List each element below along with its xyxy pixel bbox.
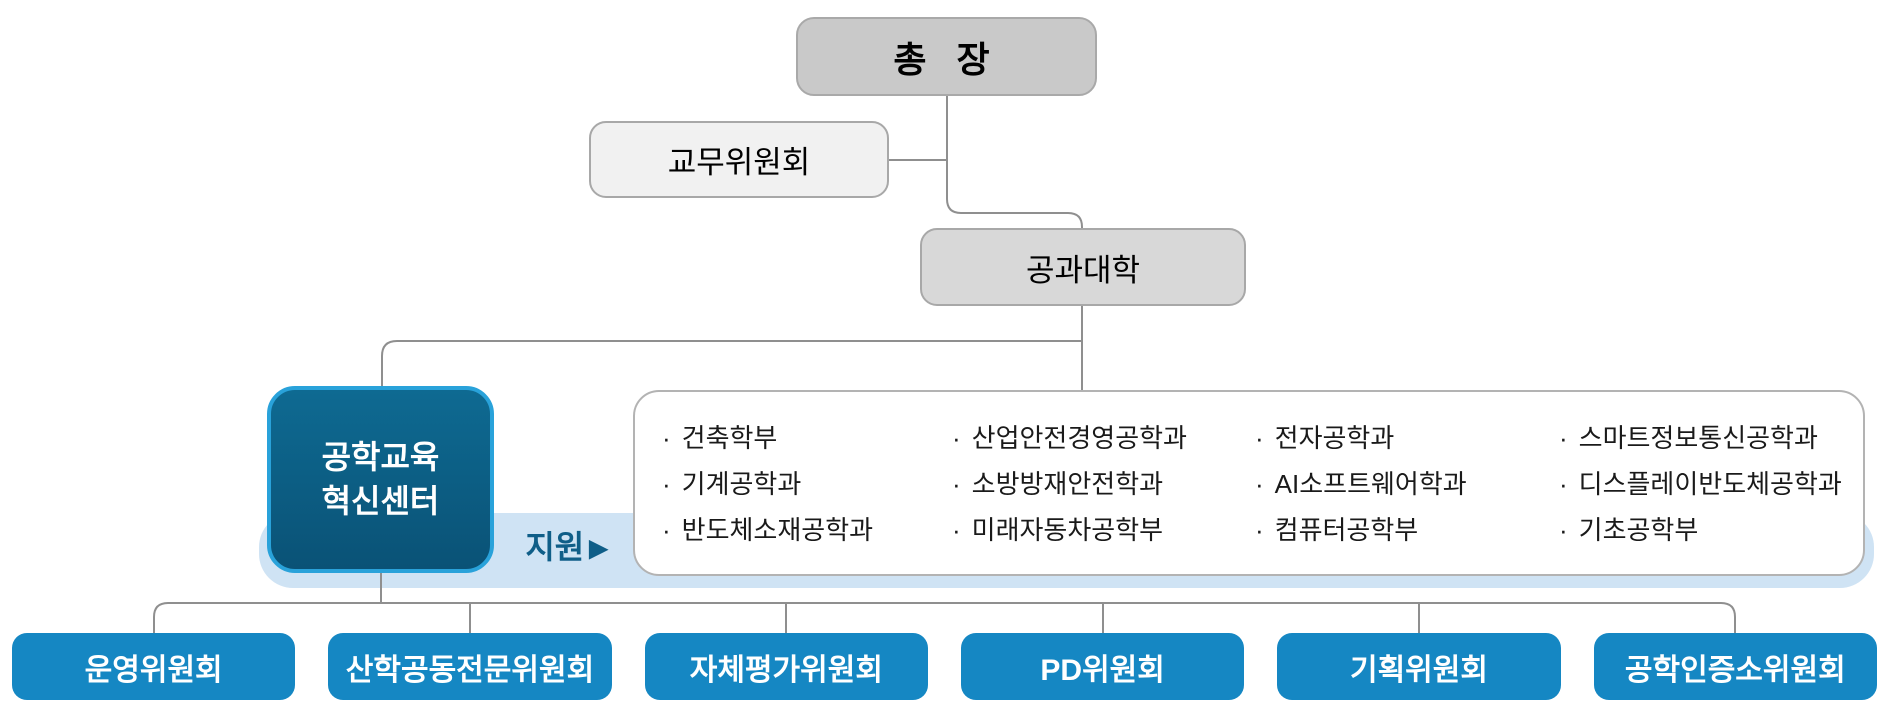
dept-column-4: · 스마트정보통신공학과 · 디스플레이반도체공학과 · 기초공학부 [1559,415,1842,553]
committee-self-evaluation: 자체평가위원회 [644,633,928,700]
bullet-icon: · [952,469,961,499]
dept-label: 기계공학과 [681,469,802,499]
bullet-icon: · [952,423,961,453]
dept-item: · 소방방재안전학과 [952,461,1187,507]
dept-item: · 산업안전경영공학과 [952,415,1187,461]
committee-industry-academic: 산학공동전문위원회 [328,633,612,700]
bullet-icon: · [1559,423,1568,453]
dept-item: · AI소프트웨어학과 [1255,461,1467,507]
dept-label: 소방방재안전학과 [971,469,1164,499]
line-president-college [946,96,1083,229]
dept-item: · 건축학부 [662,415,873,461]
faculty-committee-label: 교무위원회 [667,145,811,180]
support-label: 지원▶ [500,522,633,568]
dept-label: AI소프트웨어학과 [1274,469,1467,499]
dept-item: · 컴퓨터공학부 [1255,507,1467,553]
dept-column-2: · 산업안전경영공학과 · 소방방재안전학과 · 미래자동차공학부 [952,415,1187,553]
committee-accreditation: 공학인증소위원회 [1593,633,1877,700]
president-label: 총 장 [893,38,1000,80]
dept-label: 컴퓨터공학부 [1274,515,1419,545]
dept-item: · 기초공학부 [1559,507,1842,553]
bullet-icon: · [662,469,671,499]
dept-column-3: · 전자공학과 · AI소프트웨어학과 · 컴퓨터공학부 [1255,415,1467,553]
departments-panel: · 건축학부 · 기계공학과 · 반도체소재공학과 · 산업안전경영공학과 · 소방방재안… [633,390,1865,576]
line-committee-rail [153,602,1736,634]
dept-label: 반도체소재공학과 [681,515,874,545]
dept-label: 산업안전경영공학과 [971,423,1187,453]
committee-pd: PD위원회 [960,633,1245,700]
dept-label: 기초공학부 [1578,515,1699,545]
dept-item: · 기계공학과 [662,461,873,507]
bullet-icon: · [1559,469,1568,499]
dept-item: · 반도체소재공학과 [662,507,873,553]
line-branch-center [381,340,1082,387]
dept-label: 건축학부 [681,423,778,453]
committee-planning: 기획위원회 [1277,633,1561,700]
president-node: 총 장 [796,17,1097,96]
bullet-icon: · [1255,423,1264,453]
innovation-center-line1: 공학교육 [321,439,440,476]
dept-item: · 스마트정보통신공학과 [1559,415,1842,461]
support-arrow-icon: ▶ [589,535,608,562]
college-label: 공과대학 [1025,252,1141,288]
dept-label: 디스플레이반도체공학과 [1578,469,1842,499]
dept-item: · 디스플레이반도체공학과 [1559,461,1842,507]
college-node: 공과대학 [920,228,1246,306]
bullet-icon: · [1255,515,1264,545]
bullet-icon: · [1559,515,1568,545]
dept-column-1: · 건축학부 · 기계공학과 · 반도체소재공학과 [662,415,873,553]
dept-label: 미래자동차공학부 [971,515,1164,545]
bullet-icon: · [952,515,961,545]
dept-item: · 미래자동차공학부 [952,507,1187,553]
bullet-icon: · [662,423,671,453]
dept-label: 스마트정보통신공학과 [1578,423,1818,453]
committees-row: 운영위원회 산학공동전문위원회 자체평가위원회 PD위원회 기획위원회 공학인증… [12,633,1877,700]
bullet-icon: · [662,515,671,545]
dept-item: · 전자공학과 [1255,415,1467,461]
innovation-center-line2: 혁신센터 [321,482,440,519]
innovation-center-node: 공학교육 혁신센터 [267,386,494,573]
faculty-committee-node: 교무위원회 [589,121,889,198]
committee-operations: 운영위원회 [12,633,296,700]
bullet-icon: · [1255,469,1264,499]
dept-label: 전자공학과 [1274,423,1395,453]
support-text: 지원 [525,529,585,565]
